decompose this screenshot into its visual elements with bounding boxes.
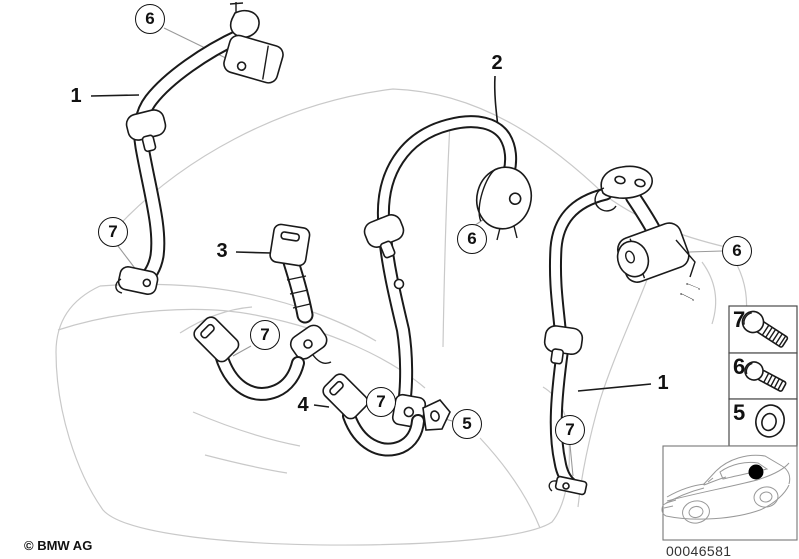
callout-5-bottom[interactable]: 5 xyxy=(452,409,482,439)
belt-left-retractor xyxy=(223,34,284,84)
callout-number: 6 xyxy=(145,9,155,28)
callout-number: 7 xyxy=(260,325,270,344)
belt-left xyxy=(115,2,284,296)
callout-6-center[interactable]: 6 xyxy=(457,224,487,254)
callout-number: 6 xyxy=(732,241,742,260)
car-thumbnail xyxy=(661,445,798,541)
belt-right-retractor xyxy=(616,222,700,301)
part-label-2[interactable]: 2 xyxy=(491,52,503,74)
lap-belt-unit-left xyxy=(193,316,305,401)
bolt-small-icon xyxy=(744,361,787,392)
belt-center xyxy=(363,115,533,429)
washer-icon xyxy=(755,404,785,438)
center-buckle-part3 xyxy=(269,223,332,364)
callout-7-right[interactable]: 7 xyxy=(555,415,585,445)
part-label-1-left[interactable]: 1 xyxy=(70,85,82,107)
legend-label-6[interactable]: 6 xyxy=(733,354,746,379)
legend-label-7[interactable]: 7 xyxy=(733,307,746,332)
part-label-3[interactable]: 3 xyxy=(216,240,228,262)
car-location-dot xyxy=(748,464,764,480)
belt-right-top-hook xyxy=(594,165,653,212)
belt-right-loop-guide xyxy=(543,325,584,365)
callout-number: 5 xyxy=(462,414,472,433)
bolt-large-icon xyxy=(741,310,789,348)
callout-6-topleft[interactable]: 6 xyxy=(135,4,165,34)
callout-7-bottom[interactable]: 7 xyxy=(366,387,396,417)
callout-number: 7 xyxy=(108,222,118,241)
belt-center-grommet xyxy=(393,278,405,290)
belt-right xyxy=(543,165,700,496)
callout-6-right[interactable]: 6 xyxy=(722,236,752,266)
belt-right-end-fitting xyxy=(548,475,588,496)
callout-7-left[interactable]: 7 xyxy=(98,217,128,247)
callout-number: 6 xyxy=(467,229,477,248)
callout-number: 7 xyxy=(565,420,575,439)
belt-center-loop-guide xyxy=(363,214,405,259)
part-label-1-right[interactable]: 1 xyxy=(657,372,669,394)
callout-7-midleft[interactable]: 7 xyxy=(250,320,280,350)
part-label-4[interactable]: 4 xyxy=(297,394,309,416)
end-fitting-part5 xyxy=(422,399,451,431)
copyright-text: © BMW AG xyxy=(24,538,93,553)
belt-left-lower-anchor xyxy=(115,266,159,296)
legend-label-5[interactable]: 5 xyxy=(733,400,746,425)
lap-belt-unit-right xyxy=(322,373,425,457)
belt-left-loop-guide xyxy=(125,109,167,153)
callout-number: 7 xyxy=(376,392,386,411)
diagram-number: 00046581 xyxy=(666,543,732,559)
belt-left-top-hook xyxy=(229,2,260,39)
belt-center-retractor xyxy=(475,166,533,241)
